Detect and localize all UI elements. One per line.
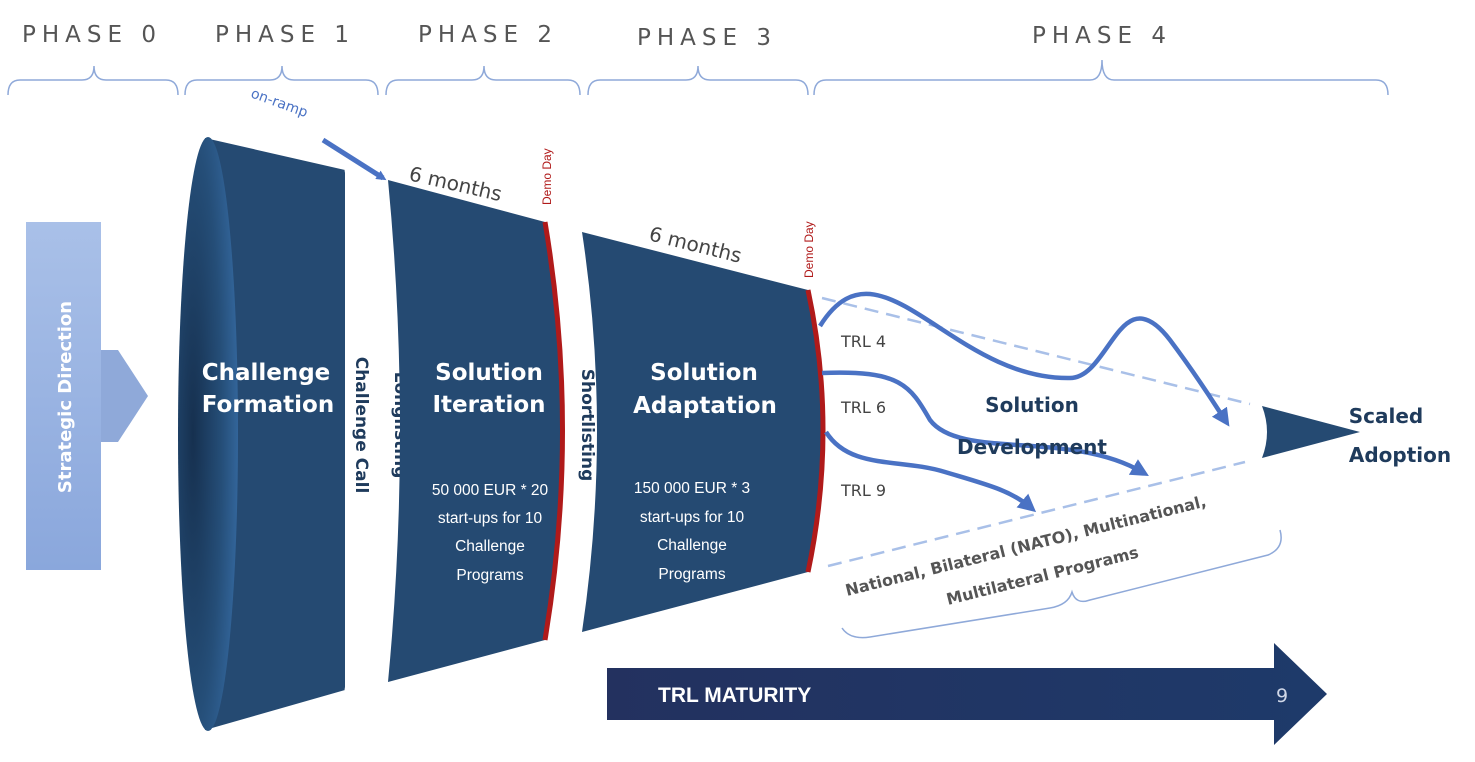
trl-maturity-end-value: 9 bbox=[1276, 685, 1288, 707]
phase-4-label: PHASE 4 bbox=[1032, 23, 1172, 49]
phase-1-brace bbox=[184, 65, 379, 96]
solution-iteration-subtitle: Iteration bbox=[432, 392, 545, 418]
scaled-adoption-title: Scaled bbox=[1349, 404, 1424, 428]
strategic-direction-label: Strategic Direction bbox=[55, 301, 76, 493]
phase-4-brace bbox=[813, 59, 1389, 96]
iteration-funding-line-2: start-ups for 10 bbox=[438, 510, 543, 527]
solution-development-title: Solution bbox=[985, 393, 1079, 417]
on-ramp-arrow-icon bbox=[321, 137, 387, 181]
trl-6-path bbox=[821, 370, 1149, 477]
phase-2-brace bbox=[385, 65, 581, 96]
iteration-funding-line-4: Programs bbox=[456, 567, 523, 584]
phase-3-label: PHASE 3 bbox=[637, 25, 777, 51]
trl-4-label: TRL 4 bbox=[840, 332, 886, 351]
scaled-adoption-subtitle: Adoption bbox=[1349, 443, 1451, 467]
phase-0-brace bbox=[7, 65, 179, 96]
phase-header: PHASE 0 PHASE 1 PHASE 2 PHASE 3 PHASE 4 bbox=[22, 22, 1172, 51]
solution-iteration-segment: Solution Iteration 50 000 EUR * 20 start… bbox=[388, 180, 565, 682]
programs-brace bbox=[841, 529, 1282, 639]
solution-adaptation-title: Solution bbox=[650, 360, 758, 386]
trl-9-path bbox=[824, 430, 1037, 513]
demo-day-divider-2 bbox=[805, 289, 826, 573]
on-ramp-label: on-ramp bbox=[249, 86, 310, 121]
iteration-funding-line-1: 50 000 EUR * 20 bbox=[432, 482, 549, 499]
solution-development-subtitle: Development bbox=[957, 435, 1107, 459]
trl-6-label: TRL 6 bbox=[840, 398, 886, 417]
adaptation-funding-line-2: start-ups for 10 bbox=[640, 509, 745, 526]
challenge-formation-title: Challenge bbox=[202, 360, 331, 386]
programs-annotation: National, Bilateral (NATO), Multinationa… bbox=[841, 492, 1282, 639]
demo-day-divider-1 bbox=[542, 221, 565, 641]
phase-0-label: PHASE 0 bbox=[22, 22, 162, 48]
solution-iteration-title: Solution bbox=[435, 360, 543, 386]
scaled-adoption-tip bbox=[1262, 406, 1360, 458]
solution-development-cone: TRL 4 TRL 6 TRL 9 Solution Development bbox=[818, 291, 1251, 568]
challenge-formation-segment: Challenge Formation bbox=[178, 137, 345, 731]
trl-maturity-arrow: TRL MATURITY 9 bbox=[607, 643, 1327, 745]
adaptation-funding-line-3: Challenge bbox=[657, 537, 727, 554]
challenge-call-label: Challenge Call bbox=[351, 357, 371, 494]
challenge-formation-subtitle: Formation bbox=[202, 392, 334, 418]
scaled-adoption: Scaled Adoption bbox=[1262, 404, 1451, 467]
trl-4-path bbox=[818, 291, 1230, 427]
solution-adaptation-subtitle: Adaptation bbox=[633, 393, 777, 419]
demo-day-label-1: Demo Day bbox=[540, 148, 554, 205]
phase-1-label: PHASE 1 bbox=[215, 22, 355, 48]
adaptation-funding-line-1: 150 000 EUR * 3 bbox=[634, 480, 750, 497]
strategic-direction-arrow: Strategic Direction bbox=[26, 222, 148, 570]
shortlisting-ring: Shortlisting bbox=[577, 369, 597, 482]
trl-maturity-label: TRL MATURITY bbox=[658, 684, 811, 707]
adaptation-funding-line-4: Programs bbox=[658, 566, 725, 583]
trl-9-label: TRL 9 bbox=[840, 481, 886, 500]
iteration-funding-line-3: Challenge bbox=[455, 538, 525, 555]
solution-adaptation-segment: Solution Adaptation 150 000 EUR * 3 star… bbox=[582, 232, 826, 632]
shortlisting-label: Shortlisting bbox=[577, 369, 597, 482]
phase-braces bbox=[7, 59, 1389, 96]
phase-3-brace bbox=[587, 65, 809, 96]
demo-day-label-2: Demo Day bbox=[802, 221, 816, 278]
phase-2-label: PHASE 2 bbox=[418, 22, 558, 48]
